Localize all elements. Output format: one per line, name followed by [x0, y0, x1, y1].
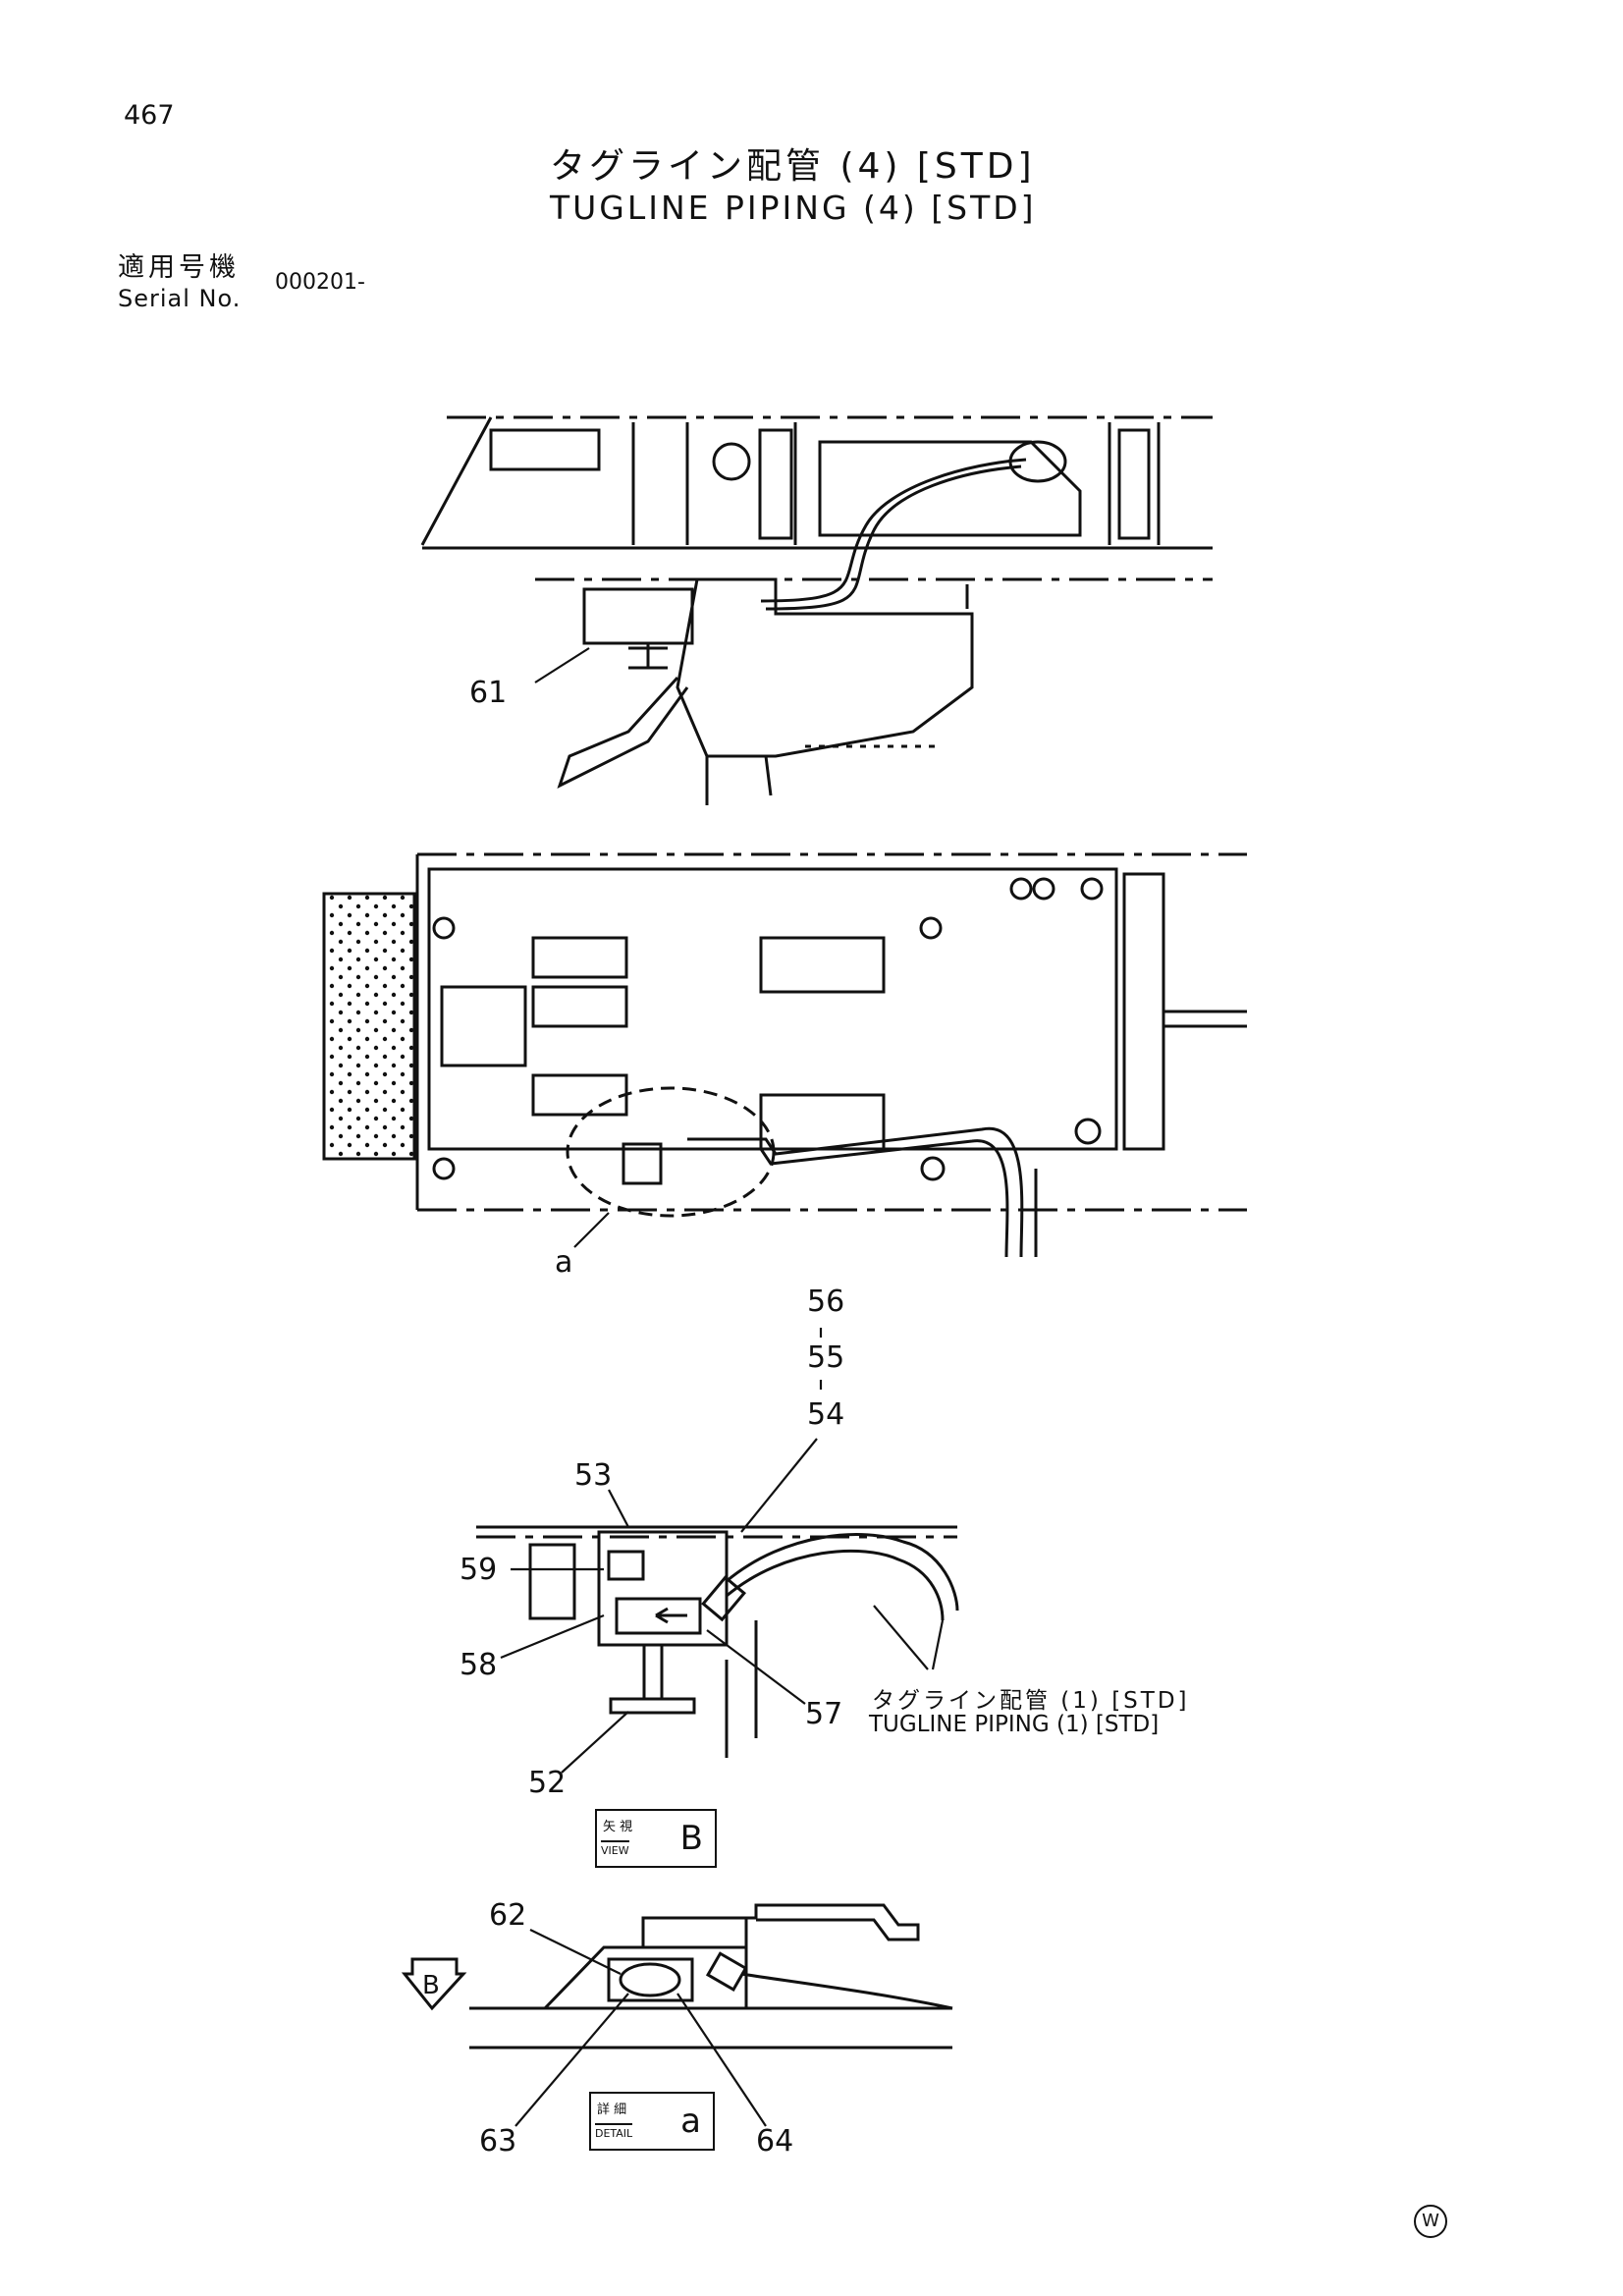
page-number: 467 — [124, 100, 175, 131]
view-b-drawing — [476, 1525, 959, 1758]
reference-japanese: タグライン配管 (1) [STD] — [872, 1688, 1190, 1714]
callout-52: 52 — [528, 1766, 566, 1800]
detail-box-japanese: 詳 細 — [597, 2103, 627, 2117]
title-english: TUGLINE PIPING (4) [STD] — [550, 189, 1037, 227]
reference-english: TUGLINE PIPING (1) [STD] — [869, 1712, 1160, 1737]
view-box-english: VIEW — [601, 1840, 629, 1857]
callout-58: 58 — [460, 1648, 497, 1682]
view-box-japanese: 矢 視 — [603, 1820, 633, 1834]
detail-box-english: DETAIL — [595, 2123, 633, 2140]
view-arrow-b-label: B — [422, 1971, 440, 2000]
title-japanese: タグライン配管 (4) [STD] — [550, 146, 1036, 187]
detail-box-letter: a — [680, 2102, 701, 2141]
callout-59: 59 — [460, 1553, 497, 1587]
side-elevation-view — [420, 415, 1213, 805]
detail-a-label-box: 詳 細 DETAIL a — [589, 2092, 715, 2151]
callout-a: a — [555, 1245, 572, 1280]
callout-61: 61 — [469, 676, 507, 710]
callout-63: 63 — [479, 2124, 516, 2159]
detail-a-drawing — [401, 1903, 953, 2050]
serial-label-english: Serial No. — [118, 285, 242, 312]
callout-56: 56 — [807, 1285, 844, 1319]
circled-w-mark: W — [1414, 2205, 1447, 2238]
callout-55: 55 — [807, 1340, 844, 1375]
callout-54: 54 — [807, 1397, 844, 1432]
callout-64: 64 — [756, 2124, 793, 2159]
view-box-letter: B — [679, 1819, 703, 1858]
view-b-label-box: 矢 視 VIEW B — [595, 1809, 717, 1868]
serial-number-value: 000201- — [275, 270, 365, 295]
callout-62: 62 — [489, 1898, 526, 1933]
plan-view — [322, 852, 1247, 1258]
callout-53: 53 — [574, 1458, 612, 1493]
serial-label-japanese: 適用号機 — [118, 252, 240, 283]
callout-57: 57 — [805, 1697, 842, 1731]
